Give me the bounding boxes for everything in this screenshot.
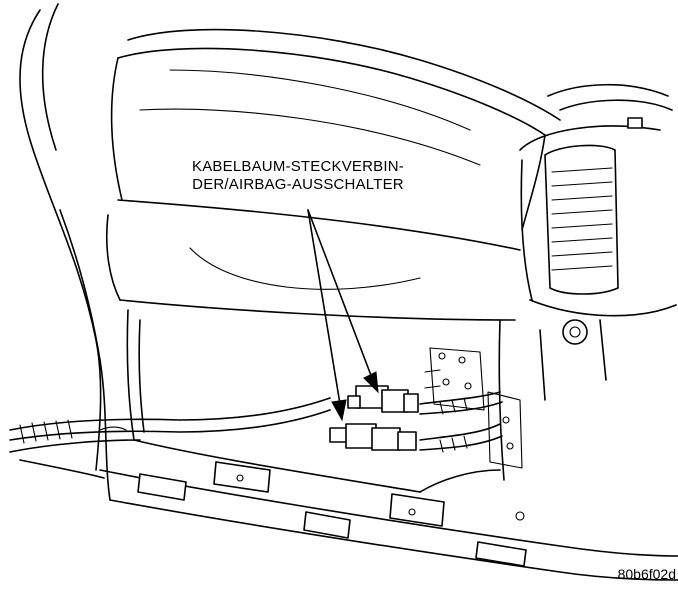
lower-dash-trim: [19, 426, 678, 581]
wiring-harness: [9, 391, 503, 453]
wiring-connector-upper: [347, 385, 419, 413]
callout-arrows: [307, 209, 379, 422]
figure-id: 80b6f02d: [617, 566, 676, 582]
wiring-connector-lower: [329, 423, 417, 451]
callout-label: KABELBAUM-STECKVERBIN- DER/AIRBAG-AUSSCH…: [168, 158, 428, 194]
upper-dash-panel: [110, 28, 561, 231]
glove-box-opening: [105, 199, 525, 521]
air-vent: [519, 83, 677, 401]
callout-line-1: KABELBAUM-STECKVERBIN-: [192, 158, 404, 175]
callout-line-2: DER/AIRBAG-AUSSCHALTER: [192, 176, 404, 193]
dashboard-left-panel: [19, 3, 111, 501]
mounting-bracket: [424, 347, 485, 411]
arrowhead-icon: [331, 399, 347, 422]
arrowhead-icon: [363, 371, 379, 394]
